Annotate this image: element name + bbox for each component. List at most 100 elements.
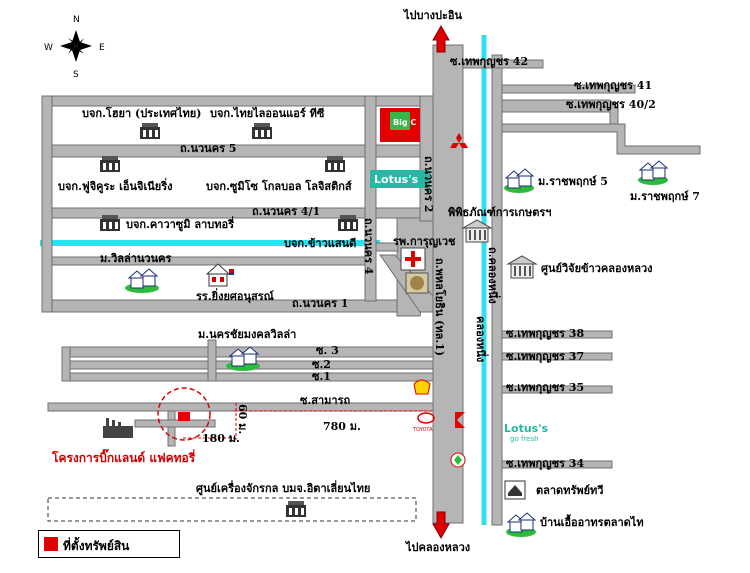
factory-icon-fujikura xyxy=(100,156,120,172)
label-soi-3: ซ. 3 xyxy=(316,344,339,357)
khlong-nueng-road xyxy=(491,54,503,526)
direction-south: ไปคลองหลวง xyxy=(406,541,471,554)
compass-rose xyxy=(60,30,92,62)
label-sumitomo: บจก.ซูมิโซ โกลบอล โลจิสติกส์ xyxy=(206,180,352,193)
label-thai-airline: บจก.ไทยไลออนแอร์ ทีซี xyxy=(210,107,325,120)
label-villa: ม.วิลล่านวนคร xyxy=(100,252,172,265)
soi-ratchapruk-road xyxy=(501,123,701,155)
school-icon xyxy=(205,263,234,287)
legend-swatch xyxy=(44,537,58,551)
lotus-fresh-bottom: go fresh xyxy=(510,435,539,443)
soi-connector-2 xyxy=(207,339,217,382)
compass-n: N xyxy=(73,15,80,25)
village-icon-ratchapruk7 xyxy=(638,160,669,185)
label-museum: พิพิธภัณฑ์การเกษตรฯ xyxy=(448,206,552,219)
label-soi-38: ซ.เทพกุญชร 38 xyxy=(506,327,585,340)
soi-42-road xyxy=(462,59,544,69)
label-ratchapruk7: ม.ราชพฤกษ์ 7 xyxy=(630,190,700,203)
label-hoya: บจก.โฮยา (ประเทศไทย) xyxy=(82,107,202,120)
label-main-highway: ถ.พหลโยธิน (ทล.1) xyxy=(433,258,446,357)
project-factory-icon xyxy=(103,418,133,438)
direction-north: ไปบางปะอิน xyxy=(404,9,463,22)
svg-text:Big C: Big C xyxy=(393,118,416,127)
soi-41-road xyxy=(501,84,636,94)
south-arrow xyxy=(432,511,450,540)
label-khlong: คลองหนึ่ง xyxy=(474,316,487,363)
target-marker xyxy=(178,412,190,421)
suzuki-icon xyxy=(455,412,465,428)
label-soi-2: ซ.2 xyxy=(312,358,331,371)
label-project: โครงการบิ๊กแลนด์ แฟคทอรี่ xyxy=(52,451,196,465)
villa-road xyxy=(41,256,368,266)
museum-icon xyxy=(461,219,493,243)
label-market: ตลาดทรัพย์ทวี xyxy=(536,484,604,497)
label-rice-center: ศูนย์วิจัยข้าวคลองหลวง xyxy=(541,262,653,275)
soi-35-road xyxy=(501,385,613,394)
temple-badge-icon xyxy=(405,272,429,294)
project-road-h xyxy=(134,419,216,428)
target-circle xyxy=(157,387,211,441)
label-navanakorn-4: ถ.นวนคร 4 xyxy=(362,218,375,275)
label-navanakorn-1: ถ.นวนคร 1 xyxy=(292,297,349,310)
village-icon-nakhon-chai xyxy=(226,346,260,371)
shell-icon xyxy=(413,379,431,395)
hospital-icon xyxy=(400,247,426,271)
legend-label: ที่ตั้งทรัพย์สิน xyxy=(63,539,130,553)
svg-text:Lotus's: Lotus's xyxy=(374,173,419,186)
label-navanakorn-5: ถ.นวนคร 5 xyxy=(180,142,237,155)
factory-icon-sumitomo xyxy=(325,156,345,172)
mitsubishi-icon xyxy=(450,133,468,148)
map-legend: ที่ตั้งทรัพย์สิน xyxy=(38,530,180,558)
factory-icon-thai-airline xyxy=(252,123,272,139)
navanakorn-4-road xyxy=(364,95,377,302)
ptt-icon xyxy=(450,452,466,468)
label-school: รร.ยิ่งยศอนุสรณ์ xyxy=(196,290,274,303)
label-ratchapruk5: ม.ราชพฤกษ์ 5 xyxy=(538,175,608,188)
lotus-fresh-top: Lotus's xyxy=(504,422,549,435)
factory-icon-machine-center xyxy=(286,501,306,517)
label-dist-60: 60 ม. xyxy=(236,404,249,435)
label-soi-35: ซ.เทพกุญชร 35 xyxy=(506,381,585,394)
label-fujikura: บจก.ฟูจิคูระ เอ็นจิเนียริ่ง xyxy=(58,180,173,193)
svg-text:TOYOTA: TOYOTA xyxy=(412,427,433,433)
lotus-road xyxy=(375,242,399,252)
market-icon xyxy=(504,480,526,500)
soi-34-road xyxy=(501,460,613,469)
soi-connector xyxy=(61,346,71,382)
village-icon-aurthorn xyxy=(506,512,537,537)
label-hospital: รพ.การุญเวช xyxy=(393,235,456,248)
north-arrow xyxy=(432,24,450,53)
label-soi-41: ซ.เทพกุญชร 41 xyxy=(574,79,653,92)
label-house-aurthorn: บ้านเอื้ออาทรตลาดไท xyxy=(540,516,644,529)
label-kawasumi: บจก.คาวาซูมิ ลาบทอรี่ xyxy=(126,218,235,231)
label-dist-180: 180 ม. xyxy=(202,432,240,445)
label-samakkhi: ซ.สามารถ xyxy=(300,394,351,407)
compass-e: E xyxy=(99,43,105,53)
factory-icon-hoya xyxy=(140,123,160,139)
label-navanakorn-2: ถ.นวนคร 2 xyxy=(422,156,435,213)
navanakorn-2-upper xyxy=(419,95,434,222)
label-machine-center: ศูนย์เครื่องจักรกล บมจ.อิตาเลี่ยนไทย xyxy=(196,482,371,495)
project-road xyxy=(167,410,176,447)
label-nakhon-chai: ม.นครชัยมงคลวิลล่า xyxy=(198,328,297,341)
toyota-logo: TOYOTA xyxy=(412,412,435,433)
factory-icon-kawasumi xyxy=(100,215,120,231)
label-khao-sanit: บจก.ข้าวแสนดี xyxy=(284,237,357,250)
compass-w: W xyxy=(44,43,53,53)
soi-1-road xyxy=(61,372,434,382)
factory-icon-khao-sanit xyxy=(338,215,358,231)
label-soi-40-2: ซ.เทพกุญชร 40/2 xyxy=(566,98,656,111)
soi-38-road xyxy=(501,330,613,339)
lotus-logo: Lotus's xyxy=(370,170,430,188)
label-khlong-nueng-road: ถ.คลองหนึ่ง xyxy=(486,247,499,304)
soi-37-road xyxy=(501,352,613,361)
left-vertical-road xyxy=(41,95,53,313)
highway-road xyxy=(432,44,464,524)
label-soi-42: ซ.เทพกุญชร 42 xyxy=(450,55,529,68)
label-soi-37: ซ.เทพกุญชร 37 xyxy=(506,350,585,363)
compass-s: S xyxy=(73,70,79,80)
label-soi-34: ซ.เทพกุญชร 34 xyxy=(506,457,585,470)
label-navanakorn-4-1: ถ.นวนคร 4/1 xyxy=(252,205,321,218)
machine-center-area xyxy=(47,497,417,522)
